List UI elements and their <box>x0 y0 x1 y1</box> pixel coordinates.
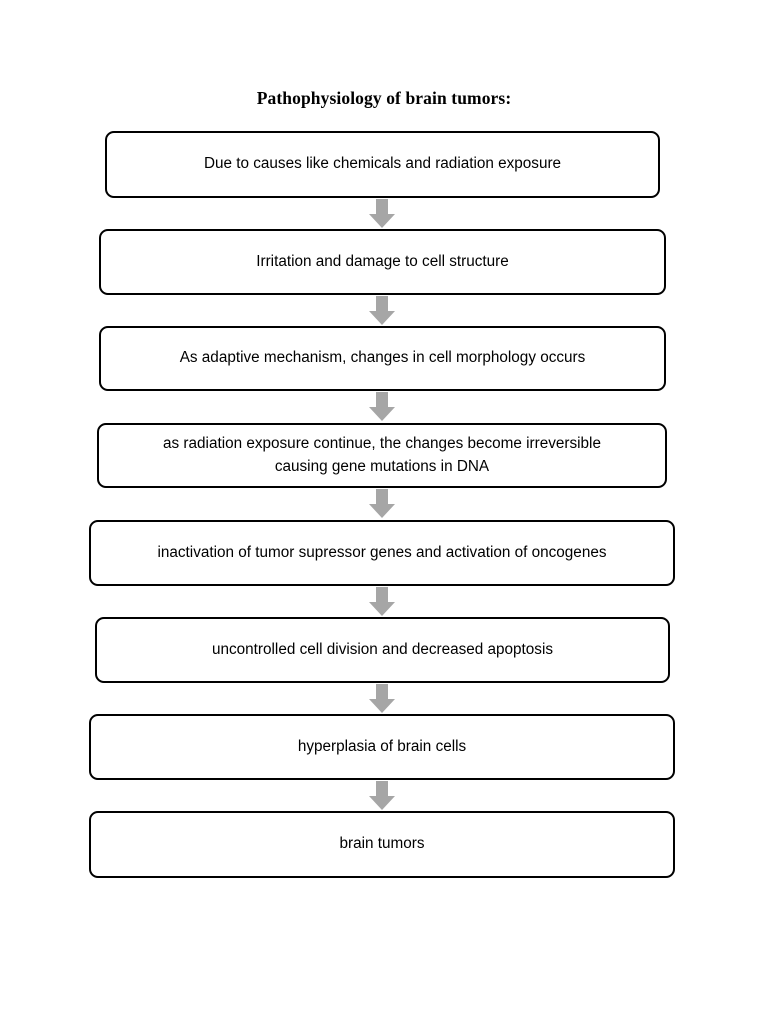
flow-node-8-label: brain tumors <box>339 835 425 853</box>
flow-node-6-label: uncontrolled cell division and decreased… <box>212 640 553 658</box>
flow-node-3-label: As adaptive mechanism, changes in cell m… <box>179 349 586 367</box>
flow-node-7-label: hyperplasia of brain cells <box>297 737 467 755</box>
flow-node-5-label: inactivation of tumor supressor genes an… <box>157 543 607 561</box>
flow-node-7[interactable]: hyperplasia of brain cells <box>89 714 675 780</box>
flow-node-2[interactable]: Irritation and damage to cell structure <box>99 229 666 295</box>
down-arrow-icon <box>367 587 397 617</box>
down-arrow-icon <box>367 392 397 422</box>
flow-node-3[interactable]: As adaptive mechanism, changes in cell m… <box>99 326 666 391</box>
page-title: Pathophysiology of brain tumors: <box>256 88 512 108</box>
flow-node-6[interactable]: uncontrolled cell division and decreased… <box>95 617 670 683</box>
flow-node-4-line-1: as radiation exposure continue, the chan… <box>163 435 601 453</box>
flow-node-8[interactable]: brain tumors <box>89 811 675 878</box>
down-arrow-icon <box>367 684 397 714</box>
down-arrow-icon <box>367 781 397 811</box>
flow-node-4[interactable]: as radiation exposure continue, the chan… <box>97 423 667 488</box>
flow-node-2-label: Irritation and damage to cell structure <box>256 252 509 270</box>
flow-node-1[interactable]: Due to causes like chemicals and radiati… <box>105 131 660 198</box>
flow-node-4-line-2: causing gene mutations in DNA <box>274 457 490 475</box>
down-arrow-icon <box>367 296 397 326</box>
down-arrow-icon <box>367 199 397 229</box>
flow-node-4-label: as radiation exposure continue, the chan… <box>109 433 655 477</box>
flow-node-1-label: Due to causes like chemicals and radiati… <box>203 155 562 173</box>
flow-node-5[interactable]: inactivation of tumor supressor genes an… <box>89 520 675 586</box>
down-arrow-icon <box>367 489 397 519</box>
